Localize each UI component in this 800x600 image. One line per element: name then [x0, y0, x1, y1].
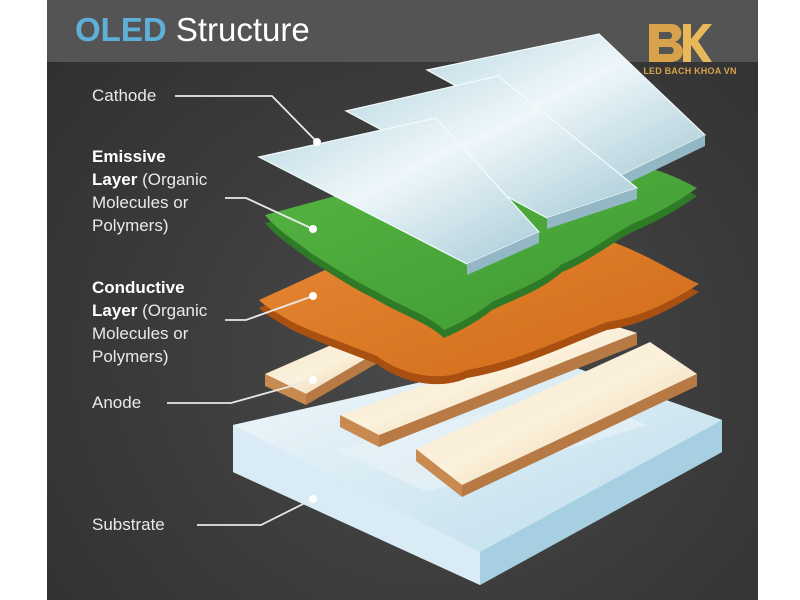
anode-strips — [265, 322, 697, 497]
diagram-frame: OLED Structure — [47, 0, 758, 600]
leader-lines — [167, 95, 318, 526]
leader-dots — [309, 138, 321, 503]
cathode-strips — [257, 33, 707, 275]
title-rest: Structure — [166, 11, 310, 48]
emissive-label-line3: Molecules or — [92, 193, 189, 212]
emissive-leader — [225, 197, 314, 230]
substrate-leader — [197, 498, 314, 526]
oled-layer-diagram — [167, 33, 722, 585]
conductive-label-line4: Polymers) — [92, 347, 169, 366]
substrate-front-face — [233, 425, 480, 585]
emissive-label-line4: Polymers) — [92, 216, 169, 235]
anode-strip-2 — [340, 322, 637, 447]
diagram-title: OLED Structure — [75, 8, 310, 52]
substrate-dot — [309, 495, 317, 503]
emissive-label-line1: Emissive — [92, 147, 166, 166]
conductive-label: Conductive Layer (Organic Molecules or P… — [92, 276, 207, 368]
anode-leader — [167, 379, 314, 404]
emissive-label: Emissive Layer (Organic Molecules or Pol… — [92, 145, 207, 237]
cathode-dot — [313, 138, 321, 146]
emissive-label-line2-rest: (Organic — [137, 170, 208, 189]
emissive-dot — [309, 225, 317, 233]
anode-strip-3 — [416, 342, 697, 497]
logo-text: LED BACH KHOA VN — [643, 66, 737, 76]
conductive-label-line2-rest: (Organic — [137, 301, 208, 320]
conductive-dot — [309, 292, 317, 300]
cathode-label: Cathode — [92, 86, 157, 105]
conductive-label-line2-bold: Layer — [92, 301, 138, 320]
title-accent: OLED — [75, 11, 167, 48]
conductive-leader — [225, 295, 314, 321]
anode-label: Anode — [92, 393, 142, 412]
substrate-right-face — [480, 420, 722, 585]
anode-dot — [309, 376, 317, 384]
cathode-leader — [175, 95, 318, 143]
substrate-label: Substrate — [92, 515, 165, 534]
cathode-strip-3 — [257, 117, 541, 275]
title-bar: OLED Structure — [47, 0, 758, 62]
conductive-label-line1: Conductive — [92, 278, 185, 297]
cathode-strip-1 — [425, 33, 707, 187]
bk-logo-icon — [649, 24, 712, 62]
conductive-label-line3: Molecules or — [92, 324, 189, 343]
emissive-label-line2-bold: Layer — [92, 170, 138, 189]
